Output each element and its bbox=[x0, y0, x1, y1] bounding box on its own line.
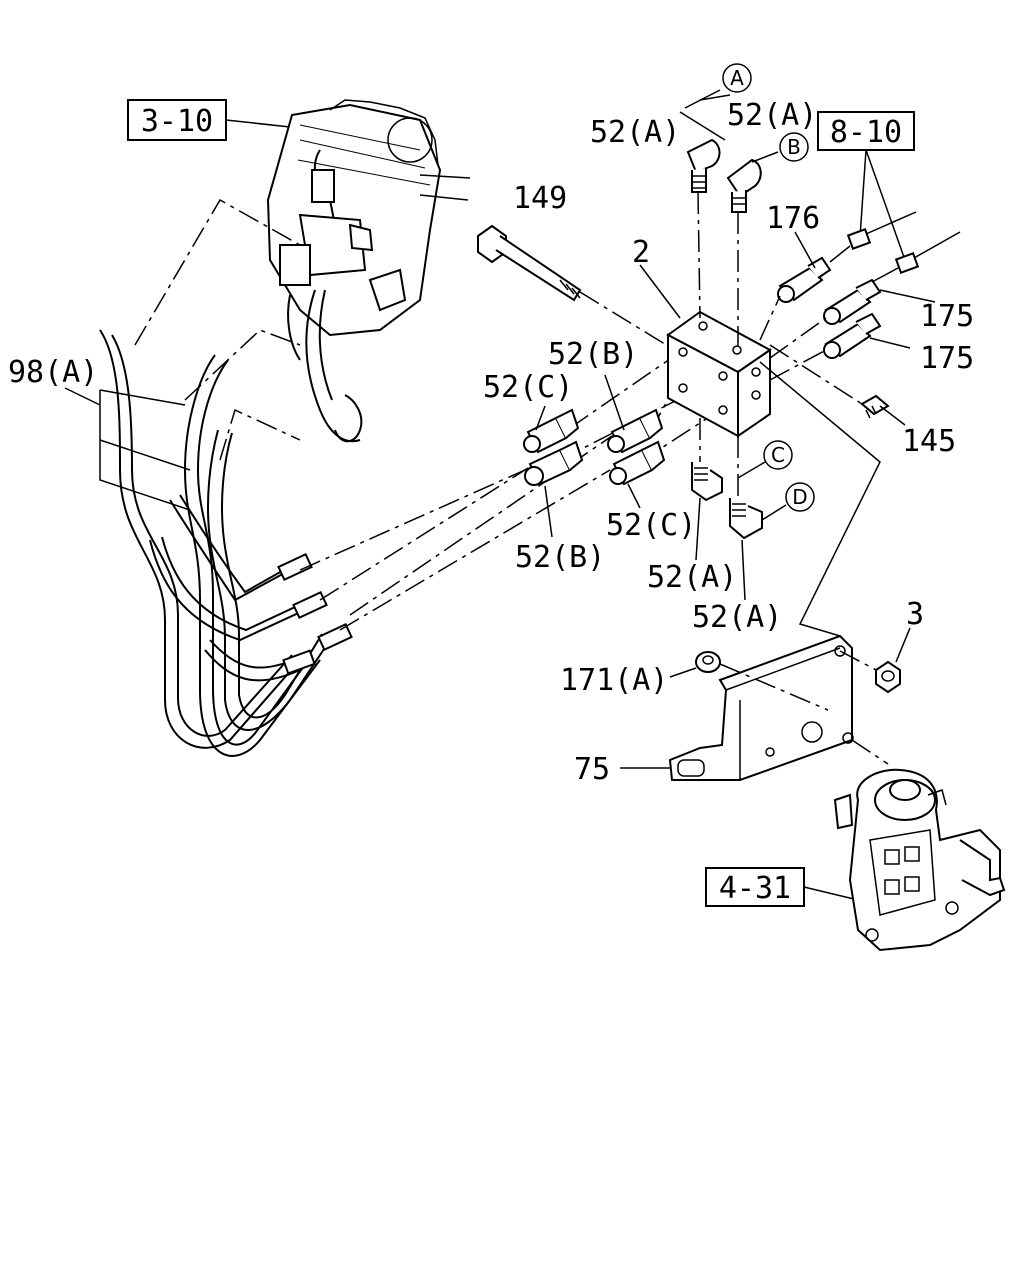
label-52a-2[interactable]: 52(A) bbox=[727, 98, 817, 133]
label-52b-lower[interactable]: 52(B) bbox=[515, 540, 605, 575]
ref-box-4-31[interactable]: 4-31 bbox=[705, 867, 805, 907]
svg-text:B: B bbox=[787, 135, 801, 159]
bracket-75[interactable] bbox=[668, 634, 854, 781]
circle-ref-d: D bbox=[785, 482, 815, 512]
fitting-52a-lower-right[interactable] bbox=[729, 498, 763, 540]
fitting-52c-upper[interactable] bbox=[523, 408, 580, 454]
circle-ref-a: A bbox=[722, 63, 752, 93]
label-52a-4[interactable]: 52(A) bbox=[692, 600, 782, 635]
pedal-assembly bbox=[266, 99, 471, 443]
circle-ref-b: B bbox=[779, 132, 809, 162]
washer-171a[interactable] bbox=[695, 651, 721, 673]
label-52b-upper[interactable]: 52(B) bbox=[548, 337, 638, 372]
svg-text:4-31: 4-31 bbox=[719, 871, 791, 906]
label-176[interactable]: 176 bbox=[766, 201, 820, 236]
svg-text:3-10: 3-10 bbox=[141, 104, 213, 139]
switch-175-upper[interactable] bbox=[823, 278, 882, 325]
label-2[interactable]: 2 bbox=[632, 235, 650, 270]
label-75[interactable]: 75 bbox=[574, 752, 610, 787]
fitting-52b-lower[interactable] bbox=[524, 440, 584, 486]
ref-box-3-10[interactable]: 3-10 bbox=[127, 99, 227, 141]
circle-ref-c: C bbox=[763, 440, 793, 470]
fitting-52a-lower-left[interactable] bbox=[691, 462, 723, 502]
switch-175-lower[interactable] bbox=[823, 312, 882, 359]
fitting-52a-top-right[interactable] bbox=[726, 158, 762, 213]
label-52a-3[interactable]: 52(A) bbox=[647, 560, 737, 595]
label-52c-lower[interactable]: 52(C) bbox=[606, 508, 696, 543]
plug-145[interactable] bbox=[860, 394, 890, 419]
nut-3[interactable] bbox=[875, 660, 901, 694]
pump-assembly bbox=[833, 768, 1006, 952]
switch-176[interactable] bbox=[777, 256, 832, 303]
svg-text:A: A bbox=[730, 66, 744, 90]
label-149[interactable]: 149 bbox=[513, 181, 567, 216]
connector-upper[interactable] bbox=[829, 211, 917, 263]
label-171a[interactable]: 171(A) bbox=[560, 663, 668, 698]
label-52a-1[interactable]: 52(A) bbox=[590, 115, 680, 150]
fitting-52a-top-left[interactable] bbox=[686, 138, 721, 193]
label-175-lower[interactable]: 175 bbox=[920, 341, 974, 376]
ref-box-8-10[interactable]: 8-10 bbox=[817, 111, 915, 151]
svg-text:D: D bbox=[792, 485, 807, 509]
bolt-149[interactable] bbox=[477, 224, 582, 302]
svg-text:C: C bbox=[771, 443, 785, 467]
label-98a[interactable]: 98(A) bbox=[8, 355, 98, 390]
label-52c-upper[interactable]: 52(C) bbox=[483, 370, 573, 405]
label-3[interactable]: 3 bbox=[906, 597, 924, 632]
connector-lower[interactable] bbox=[871, 231, 961, 283]
label-145[interactable]: 145 bbox=[902, 424, 956, 459]
svg-text:8-10: 8-10 bbox=[830, 115, 902, 150]
fitting-52c-lower[interactable] bbox=[609, 440, 666, 486]
fitting-52b-upper[interactable] bbox=[607, 408, 664, 454]
distributor-block[interactable] bbox=[666, 310, 772, 438]
label-175-upper[interactable]: 175 bbox=[920, 299, 974, 334]
